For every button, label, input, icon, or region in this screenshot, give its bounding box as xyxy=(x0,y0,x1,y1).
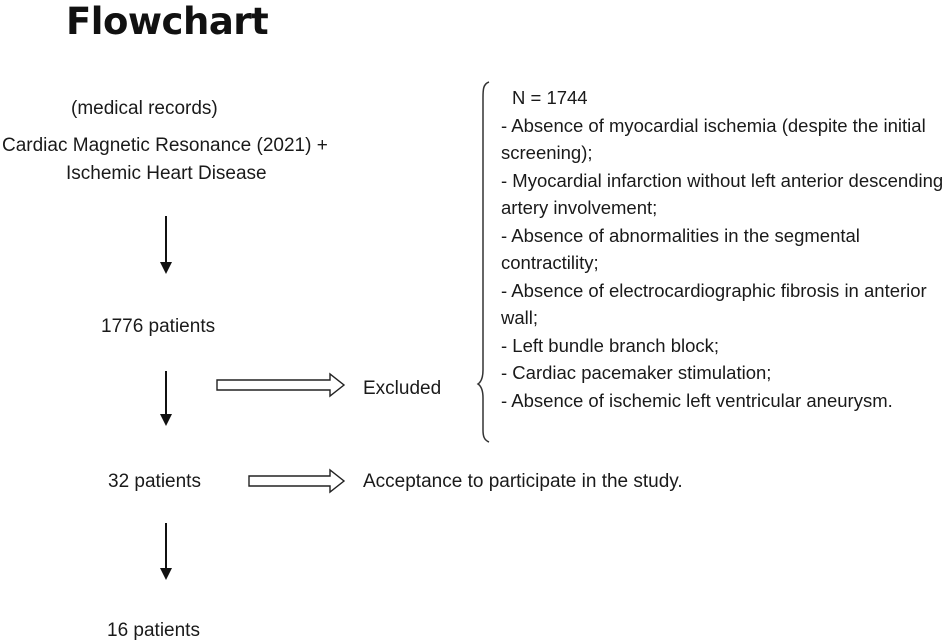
source-label-cmr: Cardiac Magnetic Resonance (2021) + xyxy=(2,135,328,156)
down-arrow-2 xyxy=(160,371,172,426)
exclusion-criteria: N = 1744 - Absence of myocardial ischemi… xyxy=(501,84,948,414)
excluded-hollow-arrow xyxy=(216,372,346,398)
step-1776-patients: 1776 patients xyxy=(101,316,216,337)
exclusion-item: - Myocardial infarction without left ant… xyxy=(501,169,944,219)
acceptance-hollow-arrow xyxy=(248,468,346,494)
exclusion-item: - Absence of myocardial ischemia (despit… xyxy=(501,114,926,164)
source-label-medical-records: (medical records) xyxy=(71,98,218,119)
exclusion-count: N = 1744 xyxy=(512,87,588,108)
step-32-patients: 32 patients xyxy=(108,471,201,492)
exclusion-item: - Absence of abnormalities in the segmen… xyxy=(501,224,860,274)
exclusion-item: - Absence of ischemic left ventricular a… xyxy=(501,389,893,411)
step-16-patients: 16 patients xyxy=(107,620,200,641)
down-arrow-3 xyxy=(160,523,172,580)
acceptance-label: Acceptance to participate in the study. xyxy=(363,471,683,492)
exclusion-item: - Absence of electrocardiographic fibros… xyxy=(501,279,927,329)
down-arrow-1 xyxy=(160,216,172,274)
exclusion-item: - Cardiac pacemaker stimulation; xyxy=(501,362,772,383)
source-label-ihd: Ischemic Heart Disease xyxy=(66,163,267,184)
excluded-label: Excluded xyxy=(363,378,442,399)
flowchart-title: Flowchart xyxy=(66,0,269,43)
exclusion-item: - Left bundle branch block; xyxy=(501,334,720,356)
exclusion-brace xyxy=(476,81,490,443)
